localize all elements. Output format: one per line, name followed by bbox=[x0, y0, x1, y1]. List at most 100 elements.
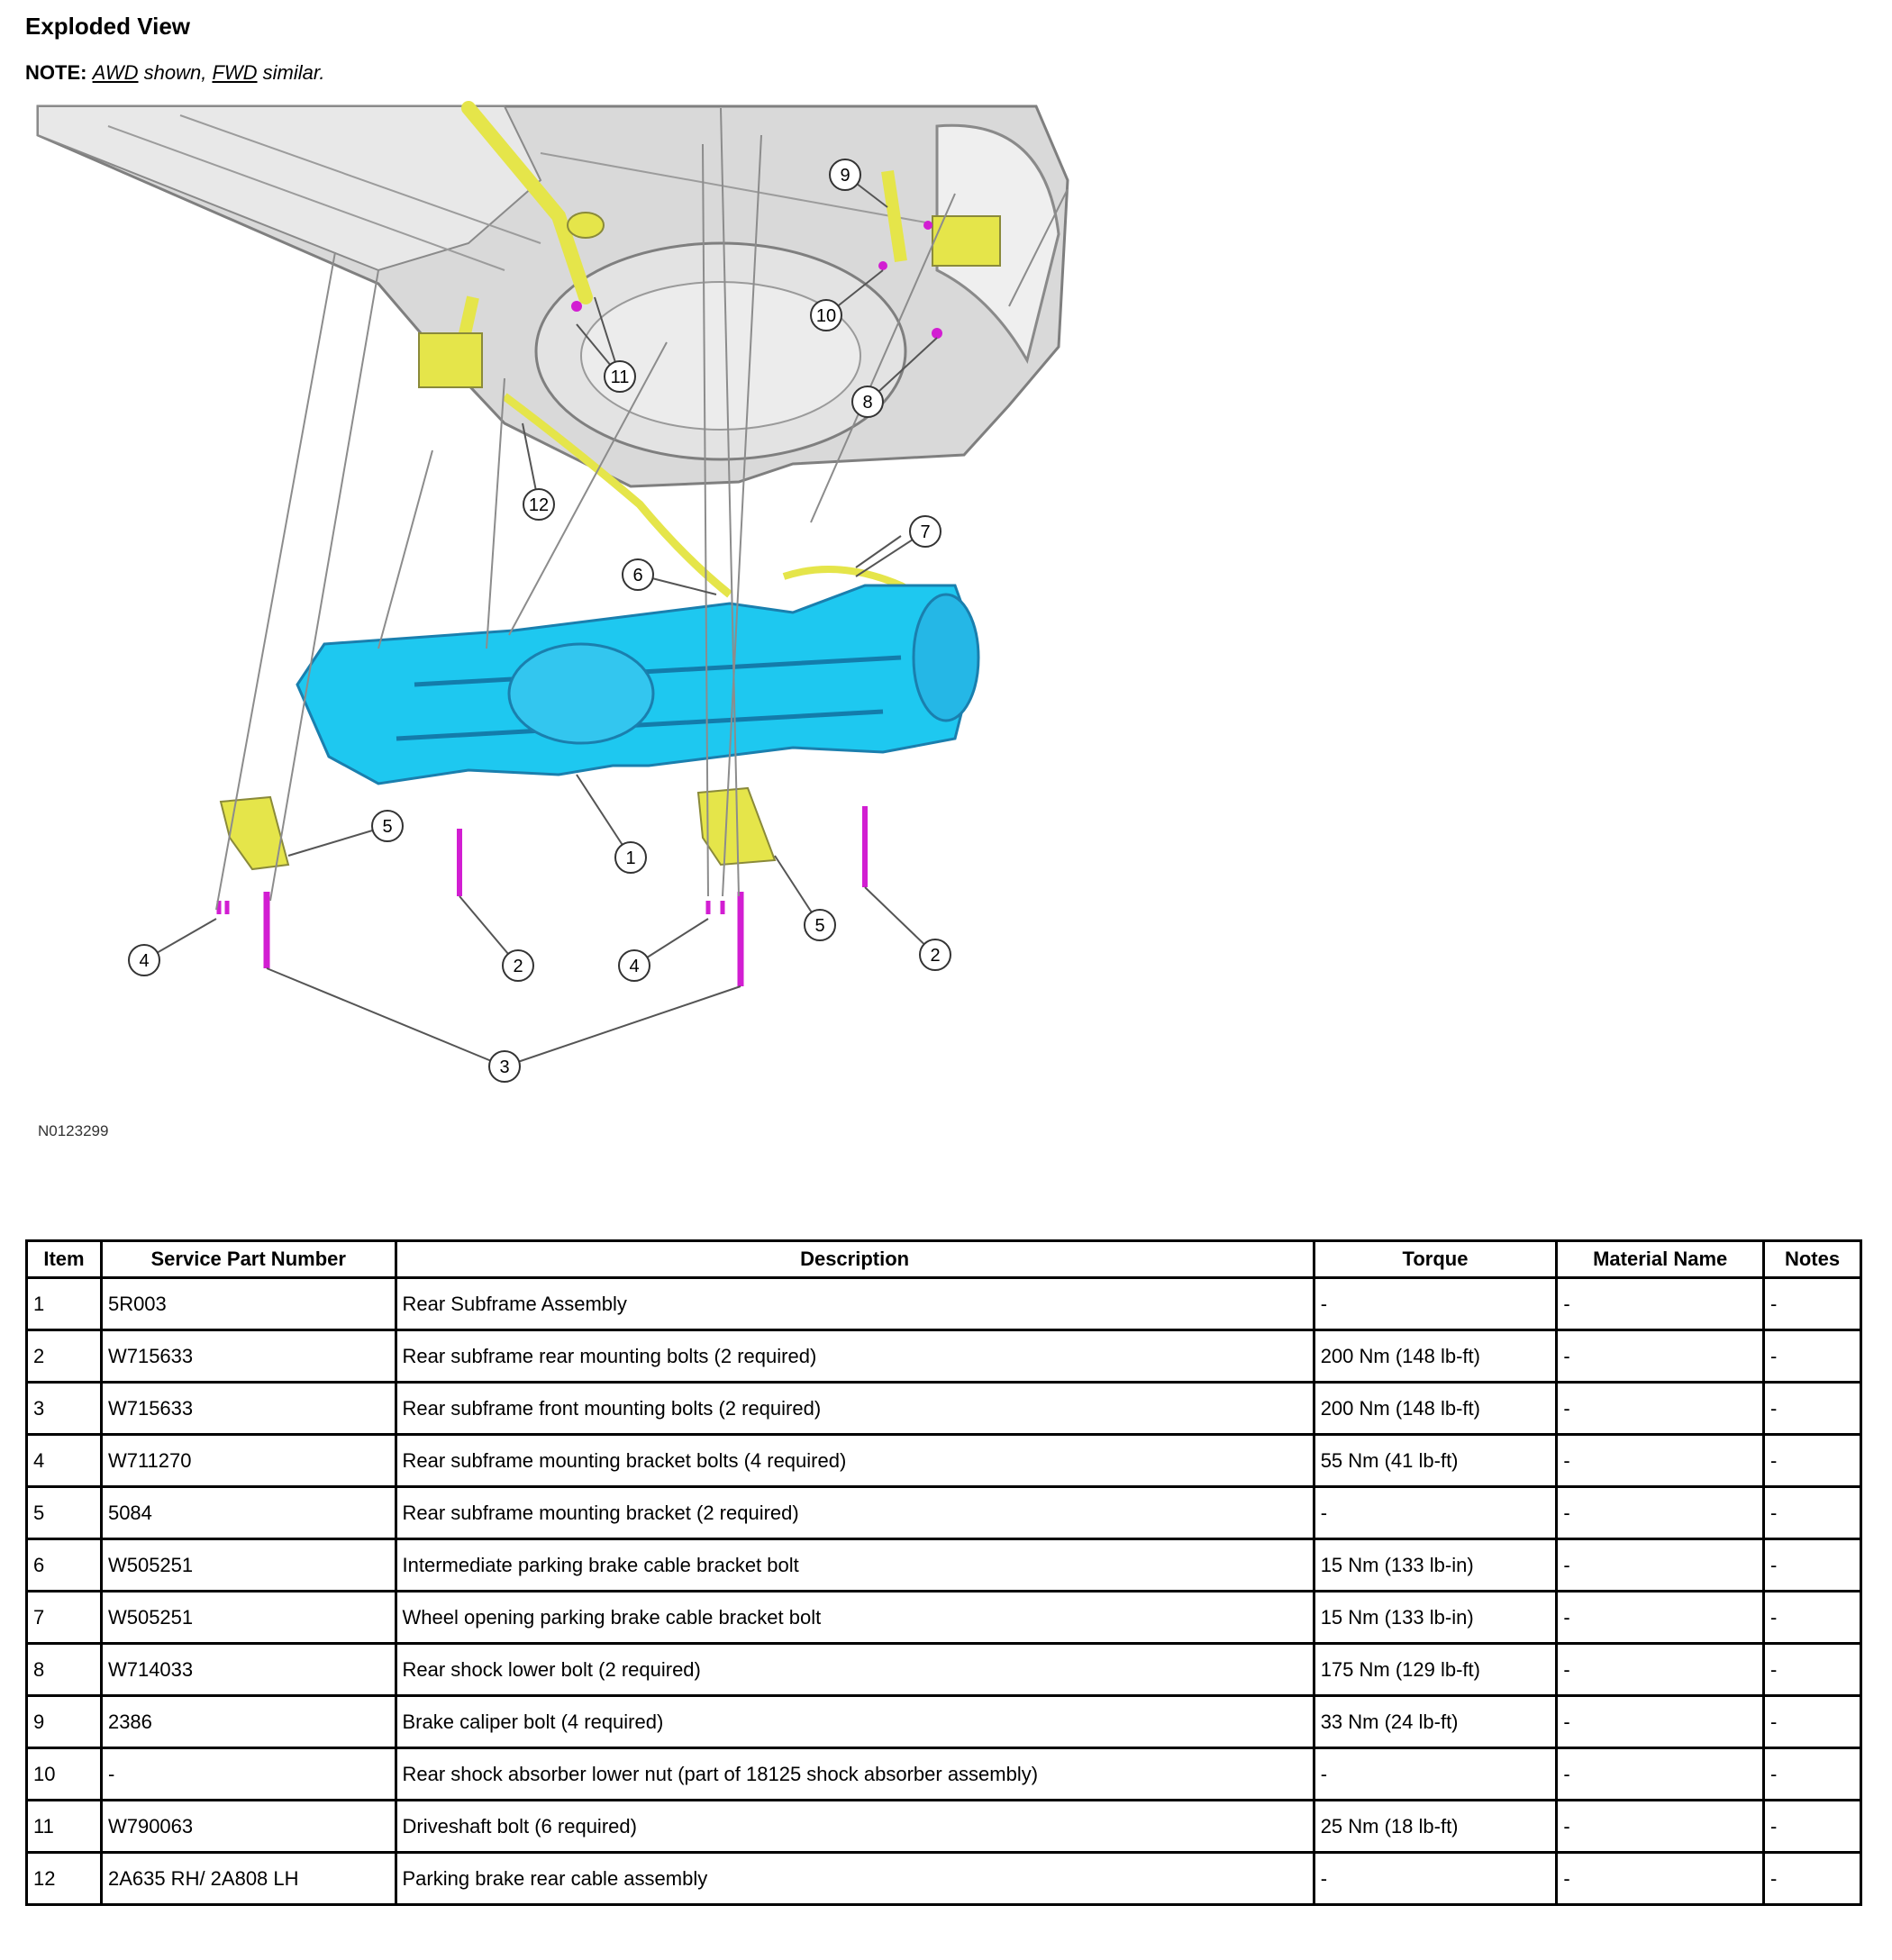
cell-notes: - bbox=[1762, 1694, 1862, 1749]
callout-12-label: 12 bbox=[529, 495, 549, 515]
note-label: NOTE: bbox=[25, 61, 87, 84]
cell-torque: 15 Nm (133 lb-in) bbox=[1312, 1590, 1559, 1645]
note-similar: similar. bbox=[257, 61, 325, 84]
callout-7: 7 bbox=[909, 515, 941, 548]
cell-notes: - bbox=[1762, 1276, 1862, 1331]
spare-tire-well-inner bbox=[580, 281, 861, 431]
cell-notes: - bbox=[1762, 1851, 1862, 1906]
cell-item: 5 bbox=[25, 1485, 103, 1540]
note-fwd: FWD bbox=[212, 61, 258, 84]
note-line: NOTE: AWD shown, FWD similar. bbox=[25, 61, 325, 85]
shock-lower-bolt bbox=[932, 328, 942, 339]
callout-2-left: 2 bbox=[502, 949, 534, 982]
cell-description: Wheel opening parking brake cable bracke… bbox=[394, 1590, 1315, 1645]
cell-notes: - bbox=[1762, 1747, 1862, 1801]
callout-5-left-label: 5 bbox=[382, 817, 392, 837]
callout-5-right-label: 5 bbox=[814, 916, 824, 936]
cell-part-number: W711270 bbox=[99, 1433, 397, 1488]
cell-notes: - bbox=[1762, 1433, 1862, 1488]
cell-torque: - bbox=[1312, 1851, 1559, 1906]
cell-torque: - bbox=[1312, 1747, 1559, 1801]
shock-absorber-right bbox=[881, 169, 907, 263]
cell-torque: 25 Nm (18 lb-ft) bbox=[1312, 1799, 1559, 1854]
underbody-floor-panel bbox=[37, 105, 542, 272]
brake-caliper-left bbox=[418, 332, 483, 388]
cell-torque: - bbox=[1312, 1485, 1559, 1540]
cell-item: 7 bbox=[25, 1590, 103, 1645]
cell-item: 4 bbox=[25, 1433, 103, 1488]
page-title: Exploded View bbox=[25, 13, 191, 40]
callout-10-label: 10 bbox=[816, 306, 836, 326]
callout-5-right: 5 bbox=[804, 909, 836, 941]
callout-1-label: 1 bbox=[625, 848, 635, 868]
cell-item: 6 bbox=[25, 1538, 103, 1592]
parts-table: Item Service Part Number Description Tor… bbox=[25, 1239, 1862, 1906]
exploded-view-illustration: 9 10 11 8 12 7 6 5 1 5 4 2 4 2 3 bbox=[36, 101, 1069, 1083]
cell-torque: 200 Nm (148 lb-ft) bbox=[1312, 1381, 1559, 1436]
cell-part-number: W715633 bbox=[99, 1329, 397, 1384]
cell-material: - bbox=[1555, 1276, 1766, 1331]
cell-material: - bbox=[1555, 1799, 1766, 1854]
body-rib bbox=[107, 114, 992, 271]
callout-2-right-label: 2 bbox=[930, 946, 940, 966]
callout-4-left-label: 4 bbox=[139, 951, 149, 971]
cell-part-number: W714033 bbox=[99, 1642, 397, 1697]
header-torque: Torque bbox=[1312, 1239, 1559, 1279]
cell-part-number: W505251 bbox=[99, 1538, 397, 1592]
callout-2-left-label: 2 bbox=[513, 957, 523, 976]
cell-item: 9 bbox=[25, 1694, 103, 1749]
callout-11-label: 11 bbox=[611, 368, 630, 387]
header-item: Item bbox=[25, 1239, 103, 1279]
note-shown: shown, bbox=[138, 61, 213, 84]
cell-material: - bbox=[1555, 1381, 1766, 1436]
callout-11: 11 bbox=[604, 360, 636, 393]
cell-item: 3 bbox=[25, 1381, 103, 1436]
cell-notes: - bbox=[1762, 1590, 1862, 1645]
callout-5-left: 5 bbox=[371, 810, 404, 842]
cell-torque: 200 Nm (148 lb-ft) bbox=[1312, 1329, 1559, 1384]
cell-material: - bbox=[1555, 1642, 1766, 1697]
cell-notes: - bbox=[1762, 1538, 1862, 1592]
cell-notes: - bbox=[1762, 1485, 1862, 1540]
driveshaft-bolts bbox=[571, 301, 582, 312]
cell-torque: 15 Nm (133 lb-in) bbox=[1312, 1538, 1559, 1592]
figure-id: N0123299 bbox=[38, 1122, 109, 1139]
callout-8-label: 8 bbox=[862, 393, 872, 413]
cell-description: Intermediate parking brake cable bracket… bbox=[394, 1538, 1315, 1592]
callout-7-label: 7 bbox=[920, 522, 930, 542]
cell-material: - bbox=[1555, 1747, 1766, 1801]
cell-part-number: 2A635 RH/ 2A808 LH bbox=[99, 1851, 397, 1906]
differential bbox=[507, 642, 655, 745]
callout-leaders bbox=[143, 174, 938, 1067]
callout-4-right: 4 bbox=[618, 949, 650, 982]
cell-part-number: W715633 bbox=[99, 1381, 397, 1436]
callout-4-left: 4 bbox=[128, 944, 160, 976]
cell-description: Rear subframe rear mounting bolts (2 req… bbox=[394, 1329, 1315, 1384]
brake-caliper-bolt bbox=[923, 221, 932, 230]
cell-material: - bbox=[1555, 1538, 1766, 1592]
cell-item: 1 bbox=[25, 1276, 103, 1331]
cell-item: 12 bbox=[25, 1851, 103, 1906]
cell-material: - bbox=[1555, 1694, 1766, 1749]
cell-item: 11 bbox=[25, 1799, 103, 1854]
header-row: Item Service Part Number Description Tor… bbox=[25, 1239, 1862, 1279]
parking-brake-cable-left bbox=[502, 393, 732, 598]
subframe-crossmember bbox=[396, 655, 902, 741]
cell-item: 10 bbox=[25, 1747, 103, 1801]
cell-item: 2 bbox=[25, 1329, 103, 1384]
callout-2-right: 2 bbox=[919, 939, 951, 971]
shock-lower-nut bbox=[878, 261, 887, 270]
callout-9: 9 bbox=[829, 159, 861, 191]
callout-3-label: 3 bbox=[499, 1057, 509, 1077]
callout-1: 1 bbox=[614, 841, 647, 874]
parking-brake-cable-right bbox=[782, 566, 934, 607]
